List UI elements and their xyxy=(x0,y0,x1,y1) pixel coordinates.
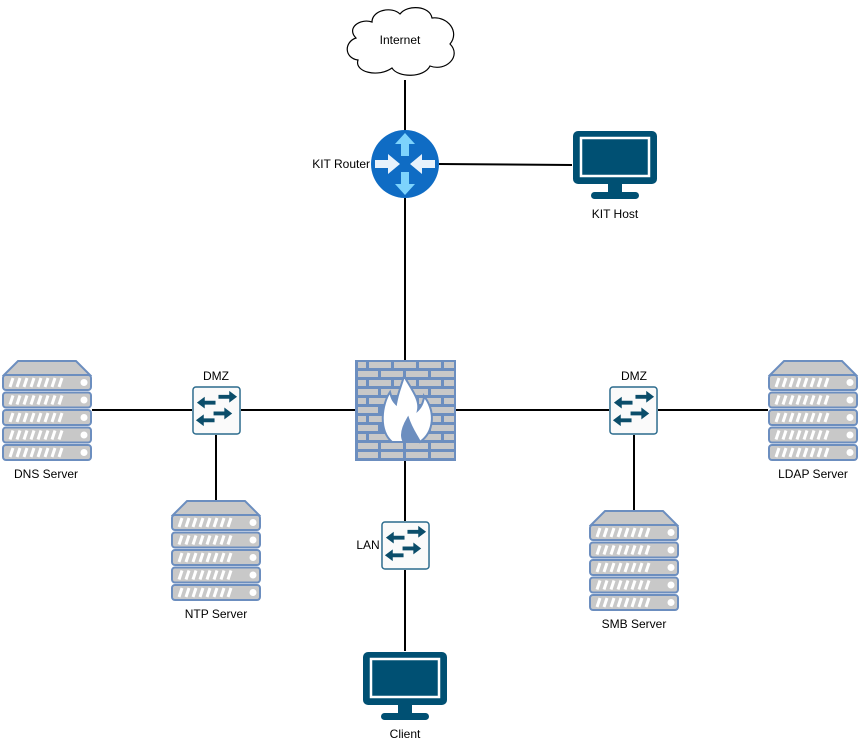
cloud-icon xyxy=(346,7,455,76)
firewall-node[interactable] xyxy=(355,360,456,461)
server-icon xyxy=(3,361,91,460)
internet-node[interactable]: Internet xyxy=(346,7,455,76)
ldap-server-label: LDAP Server xyxy=(778,467,848,481)
ldap-server-node[interactable]: LDAP Server xyxy=(769,361,857,481)
internet-label: Internet xyxy=(380,33,421,47)
kit-router-label: KIT Router xyxy=(312,157,370,171)
ntp-server-node[interactable]: NTP Server xyxy=(172,501,260,621)
connections xyxy=(92,80,768,651)
switch-icon xyxy=(381,521,430,570)
edge-router-kit-host xyxy=(438,163,573,166)
smb-server-node[interactable]: SMB Server xyxy=(590,511,678,631)
monitor-icon xyxy=(362,651,448,721)
switch-icon xyxy=(609,386,658,435)
monitor-icon xyxy=(572,130,658,200)
server-icon xyxy=(172,501,260,600)
kit-host-label: KIT Host xyxy=(592,207,639,221)
kit-router-node[interactable]: KIT Router xyxy=(312,130,439,198)
dmz-left-switch-node[interactable]: DMZ xyxy=(192,369,241,435)
server-icon xyxy=(590,511,678,610)
server-icon xyxy=(769,361,857,460)
router-icon xyxy=(371,130,439,198)
dmz-right-label: DMZ xyxy=(621,369,647,383)
client-label: Client xyxy=(390,727,421,741)
kit-host-node[interactable]: KIT Host xyxy=(572,130,658,221)
dmz-right-switch-node[interactable]: DMZ xyxy=(609,369,658,435)
dns-server-node[interactable]: DNS Server xyxy=(3,361,91,481)
dns-server-label: DNS Server xyxy=(14,467,78,481)
switch-icon xyxy=(192,386,241,435)
lan-label: LAN xyxy=(356,538,379,552)
firewall-icon xyxy=(355,360,456,461)
smb-server-label: SMB Server xyxy=(602,617,667,631)
lan-switch-node[interactable]: LAN xyxy=(356,521,430,570)
ntp-server-label: NTP Server xyxy=(185,607,247,621)
dmz-left-label: DMZ xyxy=(203,369,229,383)
client-node[interactable]: Client xyxy=(362,651,448,741)
